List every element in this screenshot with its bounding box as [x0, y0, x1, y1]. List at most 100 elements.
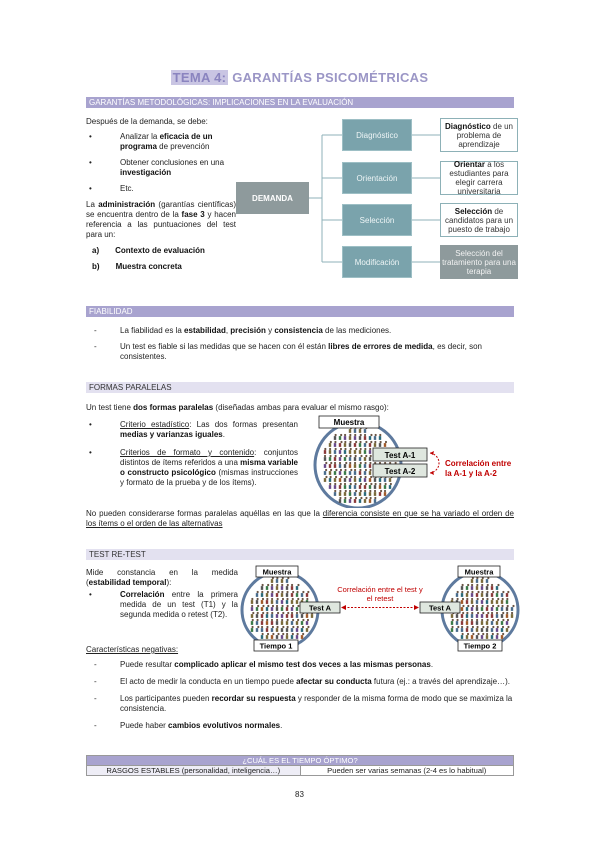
person-body — [485, 593, 489, 597]
person-head — [389, 482, 392, 486]
person-body — [460, 600, 464, 604]
tiempo2-box — [457, 639, 503, 652]
person-body — [343, 478, 347, 482]
person-head — [476, 597, 479, 601]
person-head — [360, 454, 363, 458]
person-body — [265, 593, 269, 597]
person-body — [485, 607, 489, 611]
person-head — [296, 625, 299, 629]
person-head — [339, 482, 342, 486]
person-body — [465, 628, 469, 632]
person-head — [384, 440, 388, 444]
person-body — [270, 600, 274, 604]
section-bar-test-retest: TEST RE-TEST — [86, 549, 514, 560]
person-head — [456, 618, 459, 622]
person-body — [305, 614, 309, 618]
person-body — [368, 436, 372, 440]
person-body — [338, 471, 342, 475]
person-head — [359, 482, 363, 486]
person-body — [465, 607, 469, 611]
person-body — [358, 464, 362, 468]
person-head — [467, 583, 470, 587]
person-head — [339, 489, 342, 493]
person-body — [260, 621, 264, 625]
retest-corr-line1: Correlación entre el test y — [337, 585, 423, 594]
person-body — [450, 621, 454, 625]
person-head — [271, 597, 274, 601]
person-head — [471, 604, 475, 608]
person-head — [292, 604, 295, 608]
person-body — [270, 628, 274, 632]
person-body — [373, 478, 377, 482]
person-body — [460, 635, 464, 639]
person-head — [490, 583, 494, 587]
person-head — [335, 468, 338, 472]
person-head — [363, 433, 367, 437]
person-head — [471, 611, 474, 615]
test2-label: Test A — [429, 604, 452, 613]
person-head — [344, 468, 347, 472]
person-head — [369, 454, 372, 458]
person-head — [466, 625, 469, 629]
person-body — [328, 471, 332, 475]
person-body — [285, 607, 289, 611]
person-head — [490, 611, 494, 615]
person-head — [359, 489, 362, 493]
person-head — [286, 604, 289, 608]
person-body — [480, 614, 484, 618]
person-head — [307, 590, 310, 594]
person-head — [344, 447, 347, 451]
person-head — [276, 618, 279, 622]
person-head — [344, 440, 347, 444]
person-head — [471, 576, 474, 580]
person-head — [266, 632, 270, 636]
person-head — [477, 632, 480, 636]
person-body — [348, 478, 352, 482]
person-body — [290, 593, 294, 597]
person-body — [368, 443, 372, 447]
person-head — [329, 475, 332, 479]
person-head — [301, 625, 305, 629]
person-body — [323, 478, 327, 482]
person-head — [349, 482, 352, 486]
retest-corr-line2: el retest — [367, 594, 395, 603]
person-body — [270, 607, 274, 611]
person-body — [285, 628, 289, 632]
person-body — [368, 471, 372, 475]
person-head — [369, 447, 372, 451]
person-body — [280, 607, 284, 611]
person-body — [280, 586, 284, 590]
person-body — [300, 614, 304, 618]
person-body — [338, 464, 342, 468]
list-item: Puede resultar complicado aplicar el mis… — [86, 660, 514, 670]
person-body — [323, 450, 327, 454]
person-body — [285, 579, 289, 583]
person-head — [282, 632, 285, 636]
person-head — [481, 590, 484, 594]
person-body — [460, 628, 464, 632]
person-head — [256, 611, 259, 615]
person-head — [325, 468, 328, 472]
person-head — [365, 482, 368, 486]
person-head — [329, 482, 332, 486]
person-head — [340, 475, 343, 479]
person-body — [495, 607, 499, 611]
person-body — [358, 450, 362, 454]
person-head — [461, 583, 464, 587]
person-body — [475, 614, 479, 618]
correlation-label-line2: la A-1 y la A-2 — [445, 469, 497, 478]
person-body — [363, 464, 367, 468]
person-body — [338, 485, 342, 489]
tiempo2-label: Tiempo 2 — [464, 642, 497, 651]
tiempo1-box — [253, 639, 299, 652]
person-body — [388, 478, 392, 482]
person-body — [348, 450, 352, 454]
person-head — [364, 489, 367, 493]
person-head — [286, 583, 289, 587]
person-head — [461, 632, 464, 636]
person-body — [358, 429, 362, 433]
person-body — [343, 485, 347, 489]
person-head — [257, 625, 260, 629]
person-body — [485, 621, 489, 625]
